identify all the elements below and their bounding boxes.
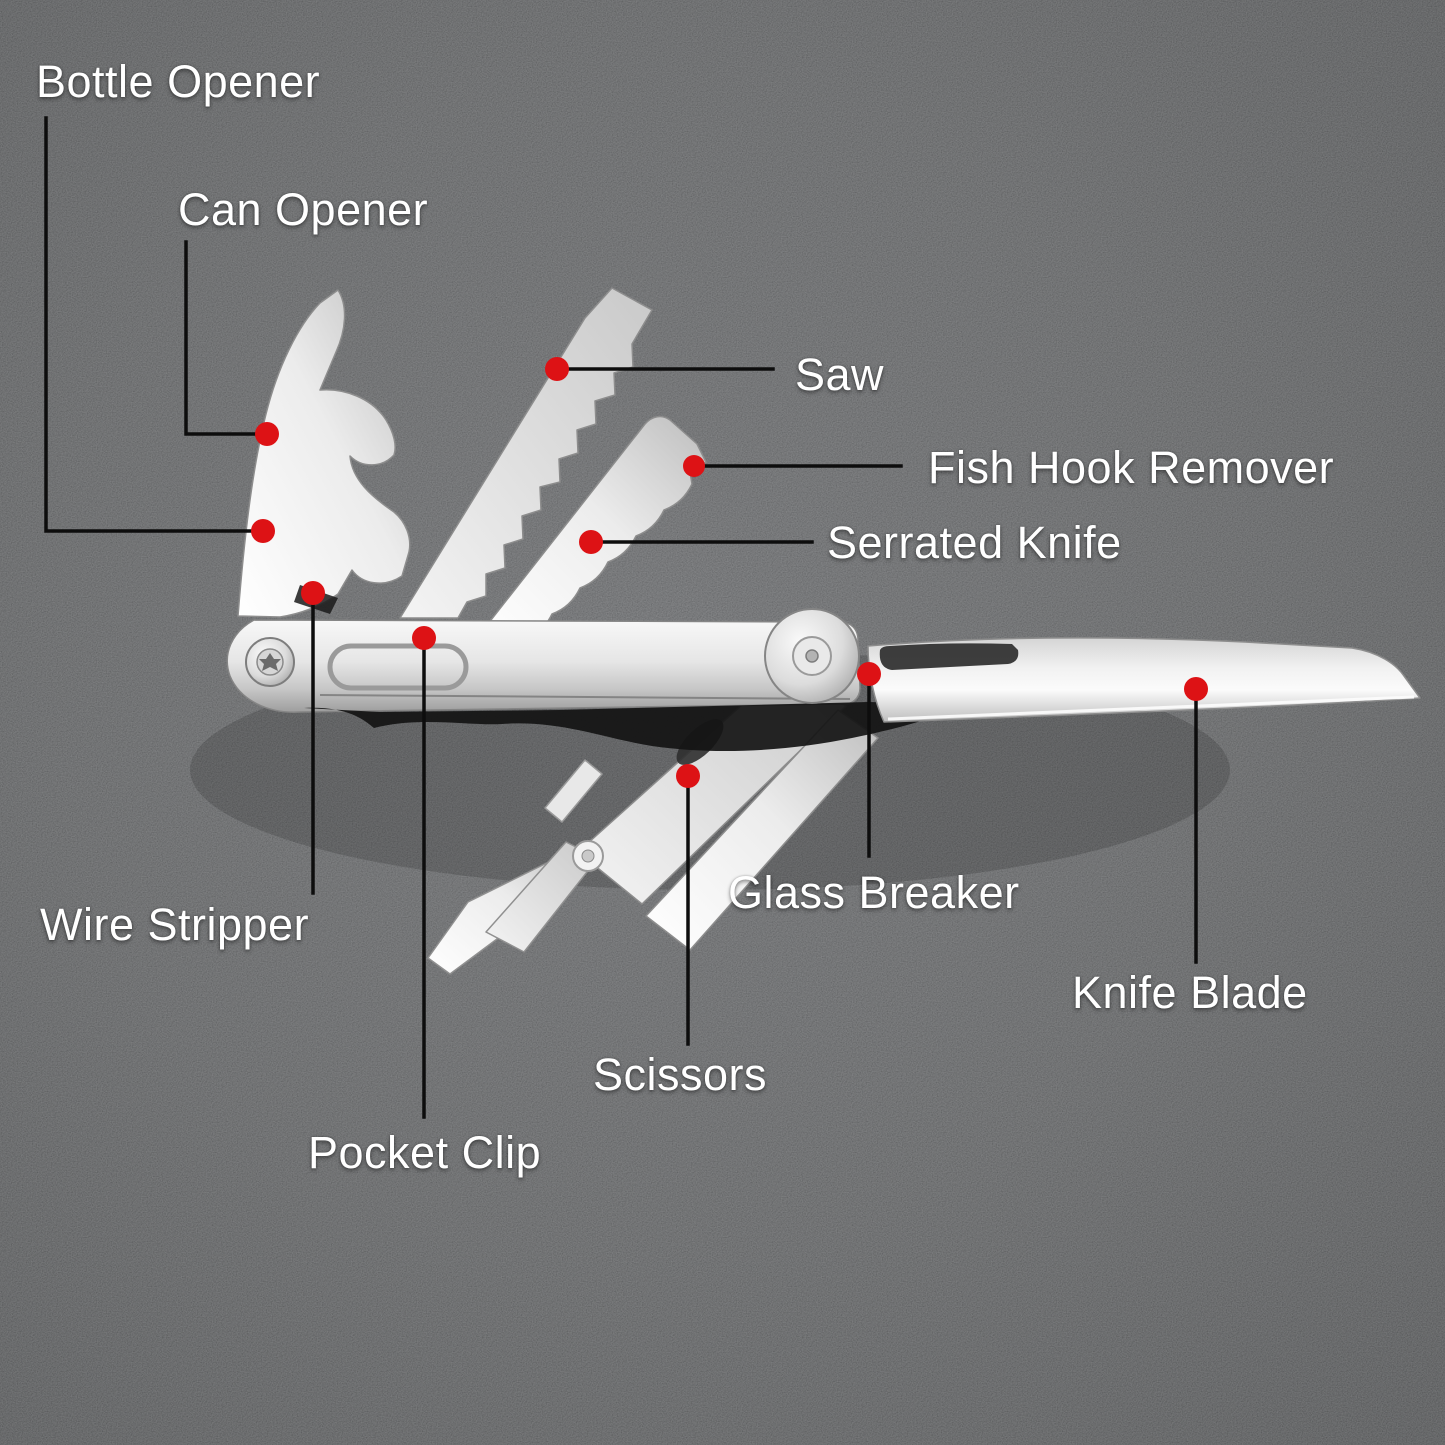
label-knife-blade: Knife Blade [1072,967,1308,1018]
dot-fish-hook-remover [683,455,705,477]
leader-bottle-opener [44,116,252,533]
dot-glass-breaker [857,662,881,686]
dot-saw [545,357,569,381]
torx-star-recess [259,653,281,671]
leader-lines [44,116,1198,1119]
handle-underside-shadow-pocket-clip [304,702,964,752]
label-serrated-knife: Serrated Knife [827,517,1122,568]
multi-tool [226,287,1421,975]
serrated-knife-fish-hook-tool [479,415,707,641]
scissors-spring [544,759,603,823]
label-glass-breaker: Glass Breaker [728,867,1020,918]
label-saw: Saw [795,349,885,400]
marker-dots [251,357,1208,788]
label-bottle-opener: Bottle Opener [36,56,321,107]
leader-can-opener [184,240,257,436]
handle-seam-line [319,694,851,700]
label-wire-stripper: Wire Stripper [40,899,310,950]
label-can-opener: Can Opener [178,184,429,235]
scissors-pivot-screw-center [581,849,595,863]
dot-bottle-opener [251,519,275,543]
dot-scissors [676,764,700,788]
dot-serrated-knife [579,530,603,554]
dot-can-opener [255,422,279,446]
main-pivot-center [805,649,819,663]
blade-cutting-edge-highlight [887,695,1415,721]
label-pocket-clip: Pocket Clip [308,1127,542,1178]
label-fish-hook-remover: Fish Hook Remover [928,442,1335,493]
bottle-can-opener-tool [237,289,411,618]
handle-milled-slot [327,643,469,691]
dot-wire-stripper [301,581,325,605]
label-scissors: Scissors [593,1049,768,1100]
dot-knife-blade [1184,677,1208,701]
blade-slot-cutout [879,643,1019,670]
dot-pocket-clip [412,626,436,650]
